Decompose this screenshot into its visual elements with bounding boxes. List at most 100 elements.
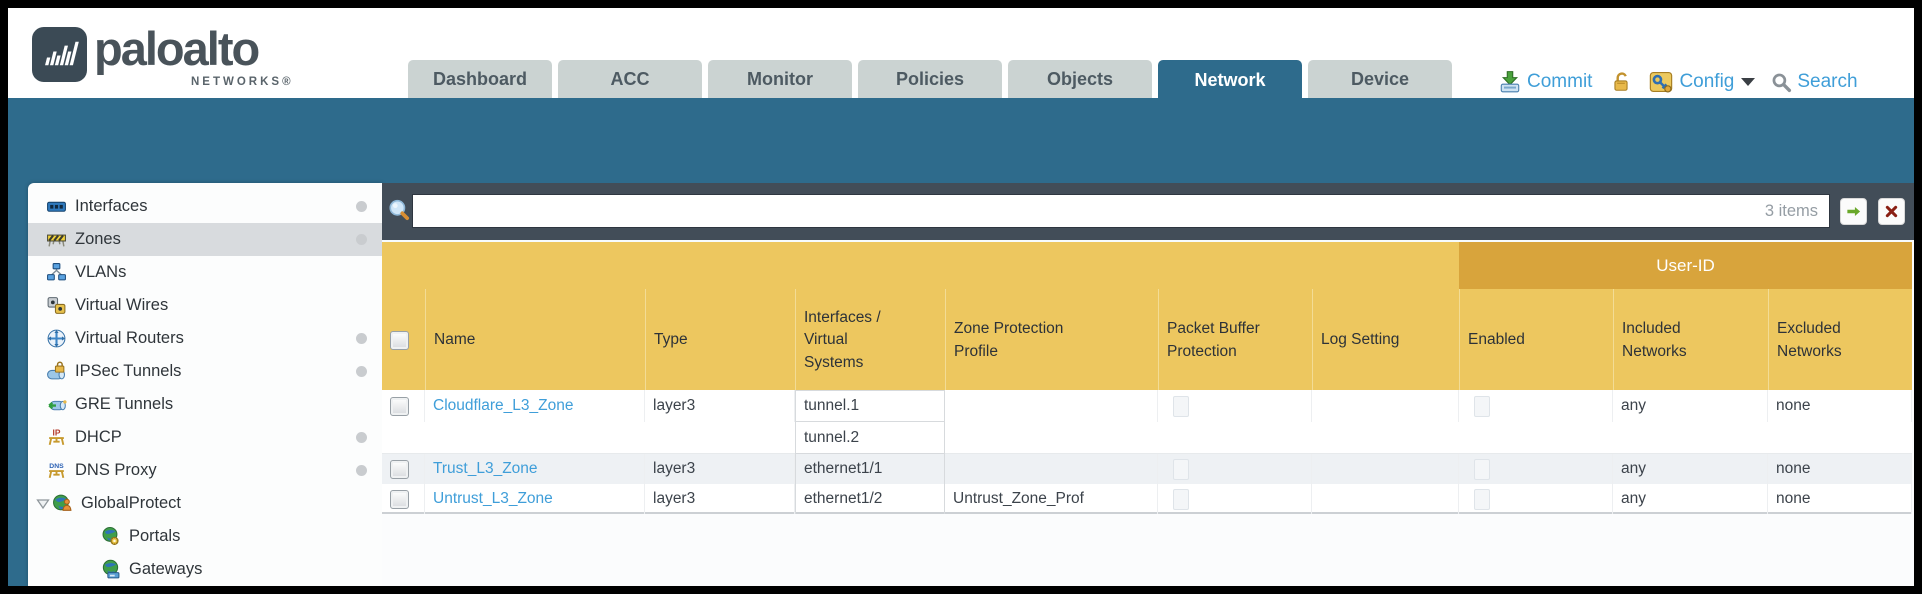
- svg-text:DNS: DNS: [49, 463, 64, 470]
- gre-tunnels-icon: [46, 394, 67, 415]
- portals-icon: [100, 526, 121, 547]
- user-id-enabled-checkbox[interactable]: [1474, 488, 1490, 510]
- sidebar-item-dhcp[interactable]: IP DHCP: [28, 421, 382, 454]
- column-header-log-setting[interactable]: Log Setting: [1312, 289, 1459, 392]
- commit-button[interactable]: Commit: [1527, 71, 1593, 92]
- packet-buffer-cell: [1158, 484, 1312, 514]
- tab-objects[interactable]: Objects: [1008, 60, 1152, 98]
- config-button[interactable]: Config: [1679, 71, 1735, 92]
- filter-clear-button[interactable]: [1878, 198, 1905, 225]
- packet-buffer-checkbox[interactable]: [1173, 458, 1189, 480]
- column-header-included-networks[interactable]: Included Networks: [1613, 289, 1768, 392]
- column-header-enabled[interactable]: Enabled: [1459, 289, 1613, 392]
- svg-text:IP: IP: [53, 427, 61, 437]
- excluded-networks-cell: none: [1768, 390, 1912, 422]
- sidebar-item-label: DNS Proxy: [75, 461, 157, 479]
- search-button[interactable]: Search: [1797, 71, 1858, 92]
- row-select-cell: [382, 454, 425, 484]
- tab-network[interactable]: Network: [1158, 60, 1302, 100]
- column-header-excluded-networks[interactable]: Excluded Networks: [1768, 289, 1912, 392]
- zone-type-cell: layer3: [645, 390, 795, 422]
- status-dot: [356, 333, 367, 344]
- sidebar-item-dns-proxy[interactable]: DNS DNS Proxy: [28, 454, 382, 487]
- user-id-enabled-checkbox[interactable]: [1474, 458, 1490, 480]
- tab-monitor[interactable]: Monitor: [708, 60, 852, 98]
- sidebar-item-label: VLANs: [75, 263, 127, 281]
- select-all-cell: [382, 289, 425, 392]
- config-icon: [1648, 69, 1674, 95]
- zone-name-cell: Untrust_L3_Zone: [425, 484, 645, 514]
- excluded-networks-cell: none: [1768, 454, 1912, 484]
- sidebar-item-ipsec-tunnels[interactable]: IPSec Tunnels: [28, 355, 382, 388]
- included-networks-cell: any: [1613, 454, 1768, 484]
- column-header-interfaces[interactable]: Interfaces / Virtual Systems: [795, 289, 945, 392]
- sidebar-item-vlans[interactable]: VLANs: [28, 256, 382, 289]
- log-setting-cell: [1312, 454, 1459, 484]
- included-networks-cell: any: [1613, 390, 1768, 422]
- select-all-checkbox[interactable]: [390, 331, 409, 350]
- lock-icon[interactable]: [1610, 71, 1632, 93]
- row-select-cell: [382, 484, 425, 514]
- column-header-packet-buffer-protection[interactable]: Packet Buffer Protection: [1158, 289, 1312, 392]
- packet-buffer-checkbox[interactable]: [1173, 395, 1189, 417]
- column-header-type[interactable]: Type: [645, 289, 795, 392]
- column-header-name[interactable]: Name: [425, 289, 645, 392]
- zone-type-cell: layer3: [645, 454, 795, 484]
- tab-device[interactable]: Device: [1308, 60, 1452, 98]
- interfaces-icon: [46, 196, 67, 217]
- sidebar-item-virtual-wires[interactable]: Virtual Wires: [28, 289, 382, 322]
- sidebar-item-label: IPSec Tunnels: [75, 362, 182, 380]
- sidebar-item-label: Virtual Wires: [75, 296, 169, 314]
- zone-name-cell: Cloudflare_L3_Zone: [425, 390, 645, 422]
- sidebar-item-label: Gateways: [129, 560, 203, 578]
- tab-acc[interactable]: ACC: [558, 60, 702, 98]
- sidebar-item-interfaces[interactable]: Interfaces: [28, 190, 382, 223]
- paloalto-logo-icon: [32, 27, 87, 87]
- gateways-icon: [100, 559, 121, 580]
- packet-buffer-cell: [1158, 454, 1312, 484]
- zone-name-link[interactable]: Trust_L3_Zone: [433, 460, 538, 477]
- tab-dashboard[interactable]: Dashboard: [408, 60, 552, 98]
- column-header-zone-protection-profile[interactable]: Zone Protection Profile: [945, 289, 1158, 392]
- sidebar-item-globalprotect[interactable]: GlobalProtect: [28, 487, 382, 520]
- sidebar-item-virtual-routers[interactable]: Virtual Routers: [28, 322, 382, 355]
- filter-magnifier-icon: [387, 198, 411, 227]
- zone-name-cell: Trust_L3_Zone: [425, 454, 645, 484]
- zone-name-link[interactable]: Cloudflare_L3_Zone: [433, 397, 574, 414]
- config-caret-icon[interactable]: [1741, 78, 1756, 86]
- expander-icon[interactable]: [36, 498, 50, 510]
- row-checkbox[interactable]: [390, 459, 409, 479]
- globalprotect-icon: [52, 493, 73, 514]
- sidebar-item-gre-tunnels[interactable]: GRE Tunnels: [28, 388, 382, 421]
- filter-input[interactable]: [412, 194, 1830, 228]
- sidebar-item-portals[interactable]: Portals: [28, 520, 382, 553]
- sidebar-item-zones[interactable]: Zones: [28, 223, 382, 256]
- sidebar-item-label: GRE Tunnels: [75, 395, 174, 413]
- user-id-enabled-checkbox[interactable]: [1474, 395, 1490, 417]
- row-checkbox[interactable]: [390, 396, 409, 416]
- header-actions: Commit Config Search: [1498, 66, 1858, 98]
- virtual-routers-icon: [46, 328, 67, 349]
- status-dot: [356, 465, 367, 476]
- packet-buffer-checkbox[interactable]: [1173, 488, 1189, 510]
- status-dot: [356, 432, 367, 443]
- ipsec-tunnels-icon: [46, 361, 67, 382]
- network-sidebar: Interfaces Zones VLANs: [28, 183, 382, 586]
- status-dot: [356, 201, 367, 212]
- sidebar-item-gateways[interactable]: Gateways: [28, 553, 382, 586]
- sidebar-item-label: Interfaces: [75, 197, 148, 215]
- table-row: Trust_L3_Zone layer3 ethernet1/1 any non…: [382, 454, 1912, 484]
- zone-name-link[interactable]: Untrust_L3_Zone: [433, 490, 553, 507]
- tab-policies[interactable]: Policies: [858, 60, 1002, 98]
- top-header: paloalto NETWORKS® Dashboard ACC Monitor…: [8, 8, 1914, 100]
- commit-icon: [1498, 70, 1522, 94]
- log-setting-cell: [1312, 484, 1459, 514]
- sidebar-item-label: GlobalProtect: [81, 494, 181, 512]
- vlans-icon: [46, 262, 67, 283]
- row-checkbox[interactable]: [390, 489, 409, 509]
- interface-cell: tunnel.2: [795, 422, 945, 454]
- excluded-networks-cell: none: [1768, 484, 1912, 514]
- zones-icon: [46, 229, 67, 250]
- filter-apply-button[interactable]: [1840, 198, 1867, 225]
